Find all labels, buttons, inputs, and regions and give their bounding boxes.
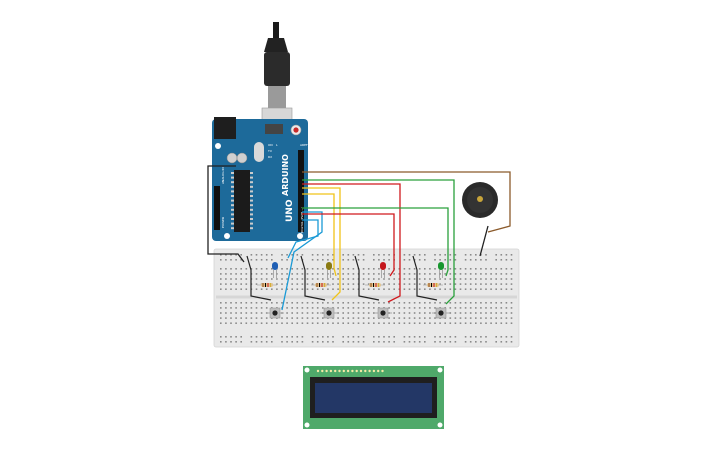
- pushbutton[interactable]: [266, 307, 284, 319]
- model-text: UNO: [285, 199, 295, 222]
- pushbutton[interactable]: [320, 307, 338, 319]
- buzzer-leg: [479, 225, 489, 257]
- brand-text: ARDUINO: [281, 154, 290, 196]
- reset-button[interactable]: [293, 127, 299, 133]
- wire-yellow-1[interactable]: [302, 187, 341, 301]
- led-green[interactable]: [412, 255, 450, 319]
- wire-gnd[interactable]: [207, 165, 245, 263]
- power-label: POWER: [221, 217, 225, 228]
- led-yellow[interactable]: [300, 255, 338, 319]
- pushbutton[interactable]: [432, 307, 450, 319]
- aref-label: AREF: [300, 143, 308, 147]
- pushbutton[interactable]: [374, 307, 392, 319]
- wire-red-1[interactable]: [302, 183, 401, 303]
- power-header: [214, 186, 220, 230]
- power-jack: [214, 117, 236, 139]
- wire-yellow-2[interactable]: [302, 193, 337, 277]
- rx-label: RX: [268, 155, 272, 159]
- resistor[interactable]: [311, 283, 331, 287]
- wire-green-2[interactable]: [302, 207, 449, 277]
- lcd-screen: [315, 383, 432, 413]
- arduino-uno-board[interactable]: ARDUINO UNO AREF DIGITAL (PWM ~) POWER A…: [212, 117, 308, 241]
- wire-red-2[interactable]: [302, 213, 395, 277]
- piezo-buzzer[interactable]: [462, 182, 498, 218]
- wire-brown-buzzer[interactable]: [302, 171, 511, 233]
- resistor[interactable]: [423, 283, 443, 287]
- digital-header: [298, 150, 304, 232]
- tx-label: TX: [267, 149, 272, 153]
- lcd-16x2[interactable]: [303, 366, 444, 429]
- led-red[interactable]: [354, 255, 392, 319]
- resistor[interactable]: [365, 283, 385, 287]
- wire-green-1[interactable]: [302, 179, 455, 305]
- atmega-chip: [234, 170, 250, 232]
- on-label: ON: [268, 143, 273, 147]
- wires: [207, 165, 511, 311]
- led-blue[interactable]: [246, 255, 284, 319]
- analog-label: ANALOG IN: [221, 167, 225, 184]
- l-label: L: [276, 143, 278, 147]
- wire-blue-2[interactable]: [281, 211, 323, 311]
- resistor[interactable]: [257, 283, 277, 287]
- wire-blue-1[interactable]: [287, 219, 319, 259]
- usb-cable[interactable]: [261, 22, 293, 135]
